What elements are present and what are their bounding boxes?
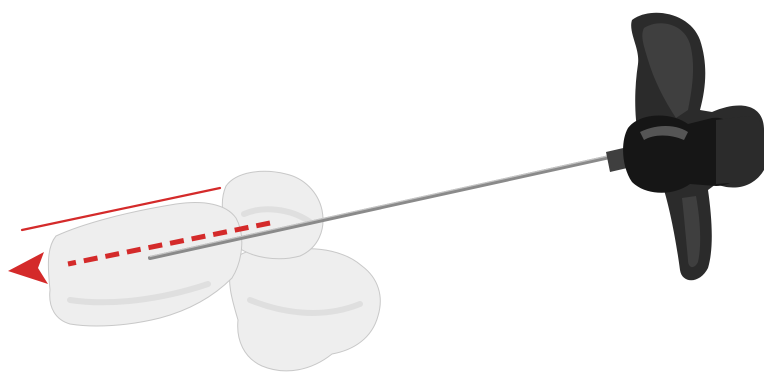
t-handle — [623, 13, 764, 281]
t-handle-cap — [716, 116, 764, 184]
needle-shaft-highlight — [150, 152, 628, 257]
vertebra-body — [48, 203, 241, 326]
vertebra-posterior-element — [230, 248, 381, 371]
arrow-left-icon — [8, 252, 48, 284]
vertebra — [48, 171, 380, 371]
needle-shaft — [150, 153, 628, 258]
